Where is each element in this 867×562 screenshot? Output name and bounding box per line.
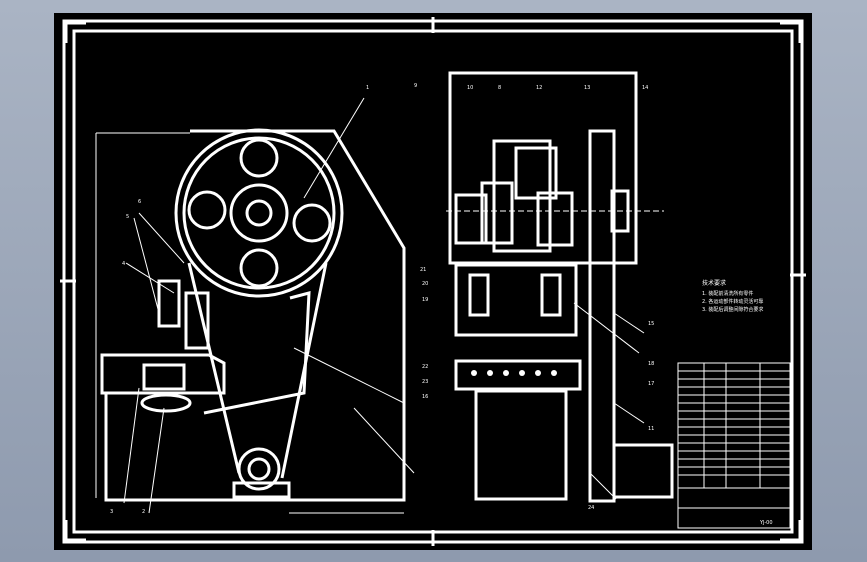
part-label-left-0: 1 xyxy=(366,85,369,91)
part-label-right-13: 18 xyxy=(648,361,654,367)
notes-title: 技术要求 xyxy=(702,279,726,287)
part-label-right-11: 23 xyxy=(422,379,428,385)
part-label-right-0: 9 xyxy=(414,83,417,89)
note-line: 2. 各运动部件转动灵活可靠 xyxy=(702,298,763,305)
right-view xyxy=(446,71,674,503)
part-label-right-6: 21 xyxy=(420,267,426,273)
part-label-right-10: 22 xyxy=(422,364,428,370)
part-label-right-3: 12 xyxy=(536,85,542,91)
part-label-right-2: 8 xyxy=(498,85,501,91)
part-label-left-5: 2 xyxy=(142,509,145,515)
part-label-left-1: 6 xyxy=(138,199,141,205)
part-label-right-5: 14 xyxy=(642,85,648,91)
left-view xyxy=(95,97,415,514)
part-label-right-16: 24 xyxy=(588,505,594,511)
part-label-left-3: 4 xyxy=(122,261,125,267)
center-marks xyxy=(60,17,806,546)
technical-notes: 技术要求 1. 装配前清洗所有零件 2. 各运动部件转动灵活可靠 3. 装配后调… xyxy=(702,279,763,313)
part-label-right-9: 15 xyxy=(648,321,654,327)
corner-marks xyxy=(64,21,802,542)
parts-list: YJ-00 xyxy=(677,362,791,529)
note-line: 3. 装配后调整间隙符合要求 xyxy=(702,306,763,313)
part-label-left-2: 5 xyxy=(126,214,129,220)
part-label-left-4: 3 xyxy=(110,509,113,515)
part-label-right-8: 19 xyxy=(422,297,428,303)
part-label-right-12: 16 xyxy=(422,394,428,400)
part-label-right-7: 20 xyxy=(422,281,428,287)
part-label-right-15: 11 xyxy=(648,426,654,432)
inner-frame xyxy=(72,29,794,534)
note-line: 1. 装配前清洗所有零件 xyxy=(702,290,753,297)
cad-drawing: 技术要求 1. 装配前清洗所有零件 2. 各运动部件转动灵活可靠 3. 装配后调… xyxy=(60,17,806,546)
title-block-code: YJ-00 xyxy=(759,520,773,526)
cad-drawing-canvas: 技术要求 1. 装配前清洗所有零件 2. 各运动部件转动灵活可靠 3. 装配后调… xyxy=(54,13,812,550)
part-label-right-4: 13 xyxy=(584,85,590,91)
part-label-right-1: 10 xyxy=(467,85,473,91)
part-label-right-14: 17 xyxy=(648,381,654,387)
